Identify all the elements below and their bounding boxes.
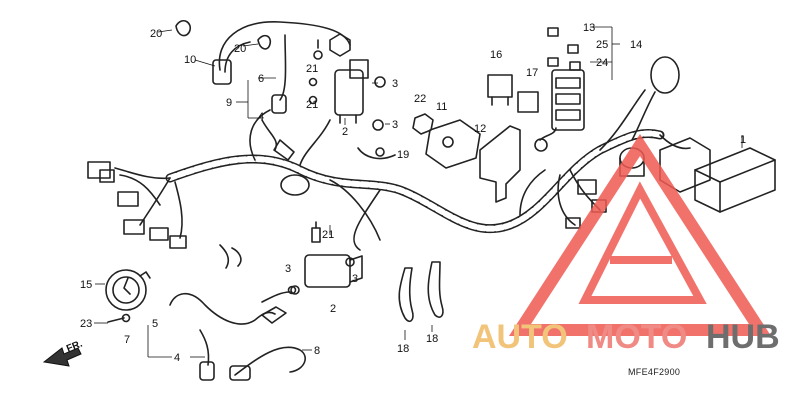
- control-module: [694, 147, 776, 213]
- callout-4-top: 4: [258, 111, 264, 123]
- harness-clips: [175, 19, 272, 50]
- front-direction-arrow: FR.: [42, 338, 84, 367]
- callout-20-a: 20: [150, 28, 162, 40]
- callout-19: 19: [397, 149, 409, 161]
- callout-15: 15: [80, 279, 92, 291]
- ground-cable: [357, 119, 396, 160]
- callout-11: 11: [436, 101, 447, 113]
- callout-17: 17: [526, 67, 538, 79]
- ignition-coil-top: [313, 39, 386, 124]
- callout-3-d: 3: [352, 273, 358, 285]
- callout-7: 7: [124, 334, 130, 346]
- main-wire-harness: [87, 56, 711, 251]
- callout-2-top: 2: [342, 126, 348, 138]
- callout-21-b: 21: [306, 99, 318, 111]
- callout-labels: 1 2 2 3 3 3 3 4 4 5 6 7 8 9 10 11 12 13 …: [80, 22, 746, 364]
- watermark-part-moto: MOTO: [586, 318, 687, 356]
- bolt-23: [107, 313, 131, 323]
- fuse-box: [534, 27, 585, 152]
- bolts-top: [308, 77, 318, 105]
- middle-clips: [219, 244, 297, 295]
- callout-25: 25: [596, 39, 608, 51]
- watermark-part-auto: AUTO: [472, 318, 568, 356]
- callout-3-a: 3: [392, 78, 398, 90]
- leader-lines: [94, 26, 743, 358]
- callout-21-c: 21: [322, 229, 334, 241]
- diagram-code: MFE4F2900: [628, 367, 680, 377]
- mounting-bracket: [479, 125, 521, 203]
- ignition-coil-bottom: [261, 221, 363, 303]
- callout-20-b: 20: [234, 43, 246, 55]
- callout-8: 8: [314, 345, 320, 357]
- callout-16: 16: [490, 49, 502, 61]
- watermark-part-hub: HUB: [706, 318, 780, 356]
- callout-6: 6: [258, 73, 264, 85]
- callout-18-b: 18: [426, 333, 438, 345]
- callout-1: 1: [740, 134, 746, 146]
- relays: [487, 74, 539, 113]
- callout-24: 24: [596, 57, 608, 69]
- front-marker-label: FR.: [65, 338, 84, 354]
- callout-4-bottom: 4: [174, 352, 180, 364]
- callout-9: 9: [226, 97, 232, 109]
- cable-bands: [398, 261, 444, 322]
- callout-13: 13: [583, 22, 595, 34]
- callout-12: 12: [474, 123, 486, 135]
- callout-2-bottom: 2: [330, 303, 336, 315]
- callout-23: 23: [80, 318, 92, 330]
- callout-22: 22: [414, 93, 426, 105]
- callout-5: 5: [152, 318, 158, 330]
- high-tension-leads-top: [212, 21, 351, 161]
- watermark-text: AUTO MOTO HUB: [472, 318, 780, 356]
- high-tension-leads-bottom: [169, 292, 306, 381]
- callout-10: 10: [184, 54, 196, 66]
- callout-3-c: 3: [285, 263, 291, 275]
- watermark-logo: [508, 133, 772, 336]
- callout-3-b: 3: [392, 119, 398, 131]
- callout-14: 14: [630, 39, 642, 51]
- callout-18-a: 18: [397, 343, 409, 355]
- horn: [105, 269, 151, 311]
- callout-21-a: 21: [306, 63, 318, 75]
- bank-angle-sensor: [412, 113, 481, 169]
